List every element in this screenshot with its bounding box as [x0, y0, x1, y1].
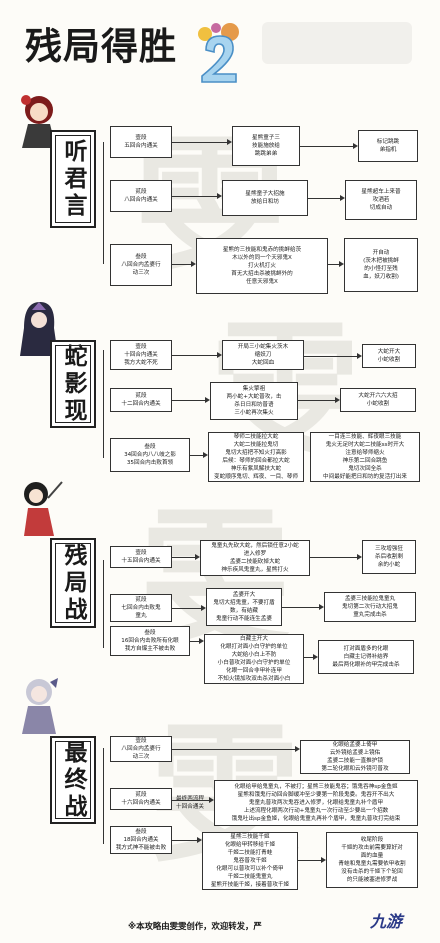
footer-note: ※本攻略由雯雯创作，欢迎转发，严 — [128, 921, 262, 931]
character-illustration — [24, 481, 63, 536]
stage-step: 白藏主开大 化眼打对面小白守护的单位 大蛇给小白上不防 小白普攻对面小白守护的单… — [204, 634, 304, 684]
stage-step: 开局三小蛇集火茨木 缩妖刀 大蛇回血 — [222, 340, 304, 370]
section-badge: 蛇影现 — [50, 340, 96, 428]
stage-result: 打对面盾多的化眼 白藏主记得补结界 最后两化眼补的甲完成击杀 — [318, 640, 414, 674]
stage-step: 化眼给甲给鬼童丸，不被打；星熊三技能鬼吞；饿鬼吞神sp金鱼姬 星熊和饿鬼行动回合… — [214, 780, 418, 826]
stage-label: 叁段 34回合内八八岐之影 35回合内击败首领 — [110, 438, 190, 472]
stage-label: 叁段 16回合内击败所有化眼 我方自爆主不被击败 — [110, 626, 190, 656]
stage-result: 开自动 (茨木把被挑衅 的小怪打至残 血，妖刀收割) — [344, 238, 418, 292]
stage-result: 一目连三技能、辉夜眼三技能 鬼火无足时大蛇二技能ss时开大 注意给琴师缩火 神乐… — [310, 432, 420, 482]
stage-result: 标记跳跳 弟指机 — [358, 130, 418, 162]
character-illustration — [21, 95, 56, 148]
stage-result: 大蛇开大 小蛇收割 — [362, 344, 416, 368]
stage-result: 收尾阶段 千姬的攻击前需要算好对 面的血量 青蛙和鬼童丸需要依甲收割 没有击杀的… — [326, 832, 418, 888]
stage-result: 化眼给孟婆上倚甲 云外镜给孟婆上镜佑 孟婆二技能一直推护锁 第二轮化眼和云外镜可… — [300, 740, 410, 774]
stage-step: 鬼童丸先砍大蛇，然后锁任意2小蛇 进入修罗 孟婆二技能砍掉大蛇 神乐疾风鬼童丸，… — [200, 540, 310, 576]
stage-label: 壹段 五回合内通关 — [110, 126, 172, 158]
stage-label: 叁段 八回合内孟婆行 动三次 — [110, 244, 172, 286]
section-badge: 残局战 — [50, 538, 96, 628]
stage-step: 孟婆开大 鬼切大招鬼童，不要打盾 数，有结藏 鬼童行动不能连生孟婆 — [206, 588, 282, 626]
stage-mid-note: 最终两流程 十回合通关 — [176, 795, 204, 810]
blurred-area — [262, 22, 412, 64]
stage-result: 孟婆三技能拉鬼童丸 鬼切第二次行动大招鬼 童丸完成击杀 — [324, 592, 416, 622]
stage-result: 星熊超车上来普 攻酒若 切成自动 — [345, 180, 417, 220]
stage-step: 星熊童子大招施 放给日和坊 — [222, 180, 308, 216]
section-badge: 最终战 — [50, 736, 96, 824]
stage-step: 琴师二技能拉大蛇 大蛇二技能拉鬼切 鬼切大招把不知火打高影 后候：琴师的回合都拉… — [208, 432, 304, 482]
character-illustration — [22, 678, 58, 734]
stage-label: 叁段 18回合内通关 我方式神不能被击败 — [110, 826, 172, 854]
stage-label: 贰段 十六回合内通关 — [110, 788, 172, 810]
stage-label: 贰段 十二回合内通关 — [110, 388, 172, 412]
stage-result: 三攻增强狂 杀后收割剩 余的小蛇 — [362, 540, 416, 574]
stage-label: 壹段 十回合内通关 我方大蛇不死 — [110, 340, 172, 370]
number-two-logo — [198, 23, 239, 83]
character-illustration — [20, 302, 58, 356]
stage-step: 集火擎祖 两小蛇+大蛇普攻，击 杀日日和坊普语 三小蛇再次集火 — [210, 382, 298, 420]
section-badge: 听君言 — [50, 130, 96, 228]
stage-label: 贰段 八回合内通关 — [110, 180, 172, 212]
stage-label: 贰段 七回合内击败鬼 童丸 — [110, 594, 172, 622]
stage-label: 壹段 十五回合内通关 — [110, 546, 172, 568]
stage-result: 大蛇开六六大招 小蛇收割 — [340, 388, 416, 412]
stage-step: 星熊三技能千姬 化眼给甲转移给千姬 千姬二技能打青蛙 鬼吞普攻千姬 化眼可以普攻… — [202, 832, 298, 890]
stage-step: 星熊童子三 技能施放给 跳跳弟弟 — [232, 126, 300, 166]
stage-label: 壹段 八回合内孟婆行 动三次 — [110, 736, 172, 762]
page-title: 残局得胜 — [25, 24, 177, 68]
stage-step: 星熊的三技能和鬼赤的挑衅给茨 木以外的同一个天邪鬼X 打火机打火 首无大招击杀被… — [196, 238, 328, 294]
site-logo: 九游 — [370, 912, 403, 931]
